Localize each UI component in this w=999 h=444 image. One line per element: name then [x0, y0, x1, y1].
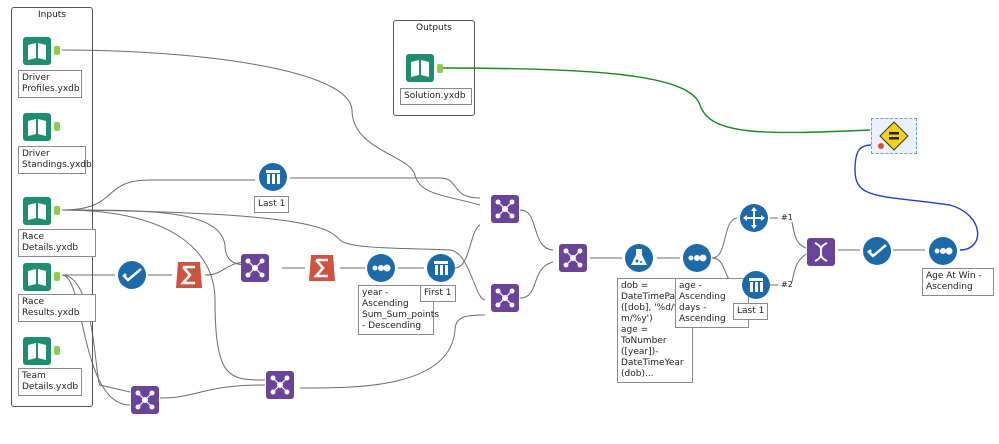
annotation-final-sort: Age At Win - Ascending — [922, 268, 994, 296]
join-icon — [491, 284, 519, 312]
annotation-sample-top: Last 1 — [254, 196, 290, 213]
check-icon — [863, 237, 891, 265]
join-tool-1[interactable] — [240, 253, 270, 283]
join-tool-3[interactable] — [490, 283, 520, 313]
input-anchor[interactable] — [437, 64, 443, 73]
select-tool-final[interactable] — [862, 236, 892, 266]
input-tool-race-results[interactable] — [22, 262, 52, 292]
inputs-title: Inputs — [38, 10, 66, 20]
unique-tool[interactable] — [739, 203, 769, 233]
arrows-icon — [740, 204, 768, 232]
annotation-sample-first: First 1 — [420, 285, 456, 302]
join-tool-5[interactable] — [130, 385, 160, 415]
join-icon — [266, 371, 294, 399]
sample-tool-top[interactable] — [258, 162, 288, 192]
join-tool-4[interactable] — [558, 243, 588, 273]
dna-icon — [807, 238, 835, 266]
flask-icon — [625, 244, 653, 272]
formula-tool[interactable] — [624, 243, 654, 273]
sample-tool-first[interactable] — [426, 253, 456, 283]
join-tool-6[interactable] — [265, 370, 295, 400]
input-tool-driver-profiles[interactable] — [22, 36, 52, 66]
output-anchor[interactable] — [54, 346, 60, 355]
badge-1: #1 — [781, 213, 793, 222]
annotation-sort-year: year - Ascending Sum_Sum_points - Descen… — [358, 285, 439, 335]
output-anchor[interactable] — [54, 122, 60, 131]
book-icon — [23, 113, 51, 141]
dots-icon — [683, 244, 711, 272]
label-solution: Solution.yxdb — [400, 88, 472, 105]
label-driver-standings: Driver Standings.yxdb — [18, 146, 92, 174]
sigma-icon — [176, 262, 202, 288]
input-tool-team-details[interactable] — [22, 336, 52, 366]
join-icon — [559, 244, 587, 272]
equal-icon — [878, 121, 909, 151]
sample-tool-last[interactable] — [741, 270, 771, 300]
join-icon — [491, 195, 519, 223]
sort-tool-age[interactable] — [682, 243, 712, 273]
inputs-container[interactable]: Inputs — [11, 7, 93, 407]
join-tool-2[interactable] — [490, 194, 520, 224]
book-icon — [23, 37, 51, 65]
book-icon — [23, 197, 51, 225]
summarize-tool-1[interactable] — [174, 260, 204, 290]
dots-icon — [367, 254, 395, 282]
sample-icon — [742, 271, 770, 299]
summarize-tool-2[interactable] — [307, 253, 337, 283]
dna-tool[interactable] — [806, 237, 836, 267]
badge-2: #2 — [781, 280, 793, 289]
output-anchor[interactable] — [54, 272, 60, 281]
outputs-container[interactable]: Outputs — [393, 20, 475, 116]
book-icon — [23, 337, 51, 365]
sample-icon — [427, 254, 455, 282]
output-tool-solution[interactable] — [405, 53, 435, 83]
sigma-icon — [309, 255, 335, 281]
output-anchor[interactable] — [54, 206, 60, 215]
annotation-sample-last: Last 1 — [733, 303, 769, 320]
join-icon — [131, 386, 159, 414]
outputs-title: Outputs — [416, 23, 452, 33]
join-icon — [241, 254, 269, 282]
output-anchor[interactable] — [54, 46, 60, 55]
select-tool[interactable] — [117, 260, 147, 290]
test-tool[interactable] — [871, 118, 917, 154]
annotation-formula: dob = DateTimeParse ([dob], '%d/% m/%y')… — [617, 278, 693, 383]
book-icon — [23, 263, 51, 291]
sort-tool-final[interactable] — [928, 236, 958, 266]
dots-icon — [929, 237, 957, 265]
label-race-results: Race Results.yxdb — [18, 294, 96, 322]
book-icon — [406, 54, 434, 82]
label-driver-profiles: Driver Profiles.yxdb — [18, 70, 82, 98]
sample-icon — [259, 163, 287, 191]
input-tool-race-details[interactable] — [22, 196, 52, 226]
label-race-details: Race Details.yxdb — [18, 229, 96, 257]
sort-tool-year[interactable] — [366, 253, 396, 283]
label-team-details: Team Details.yxdb — [18, 368, 82, 396]
input-tool-driver-standings[interactable] — [22, 112, 52, 142]
check-icon — [118, 261, 146, 289]
